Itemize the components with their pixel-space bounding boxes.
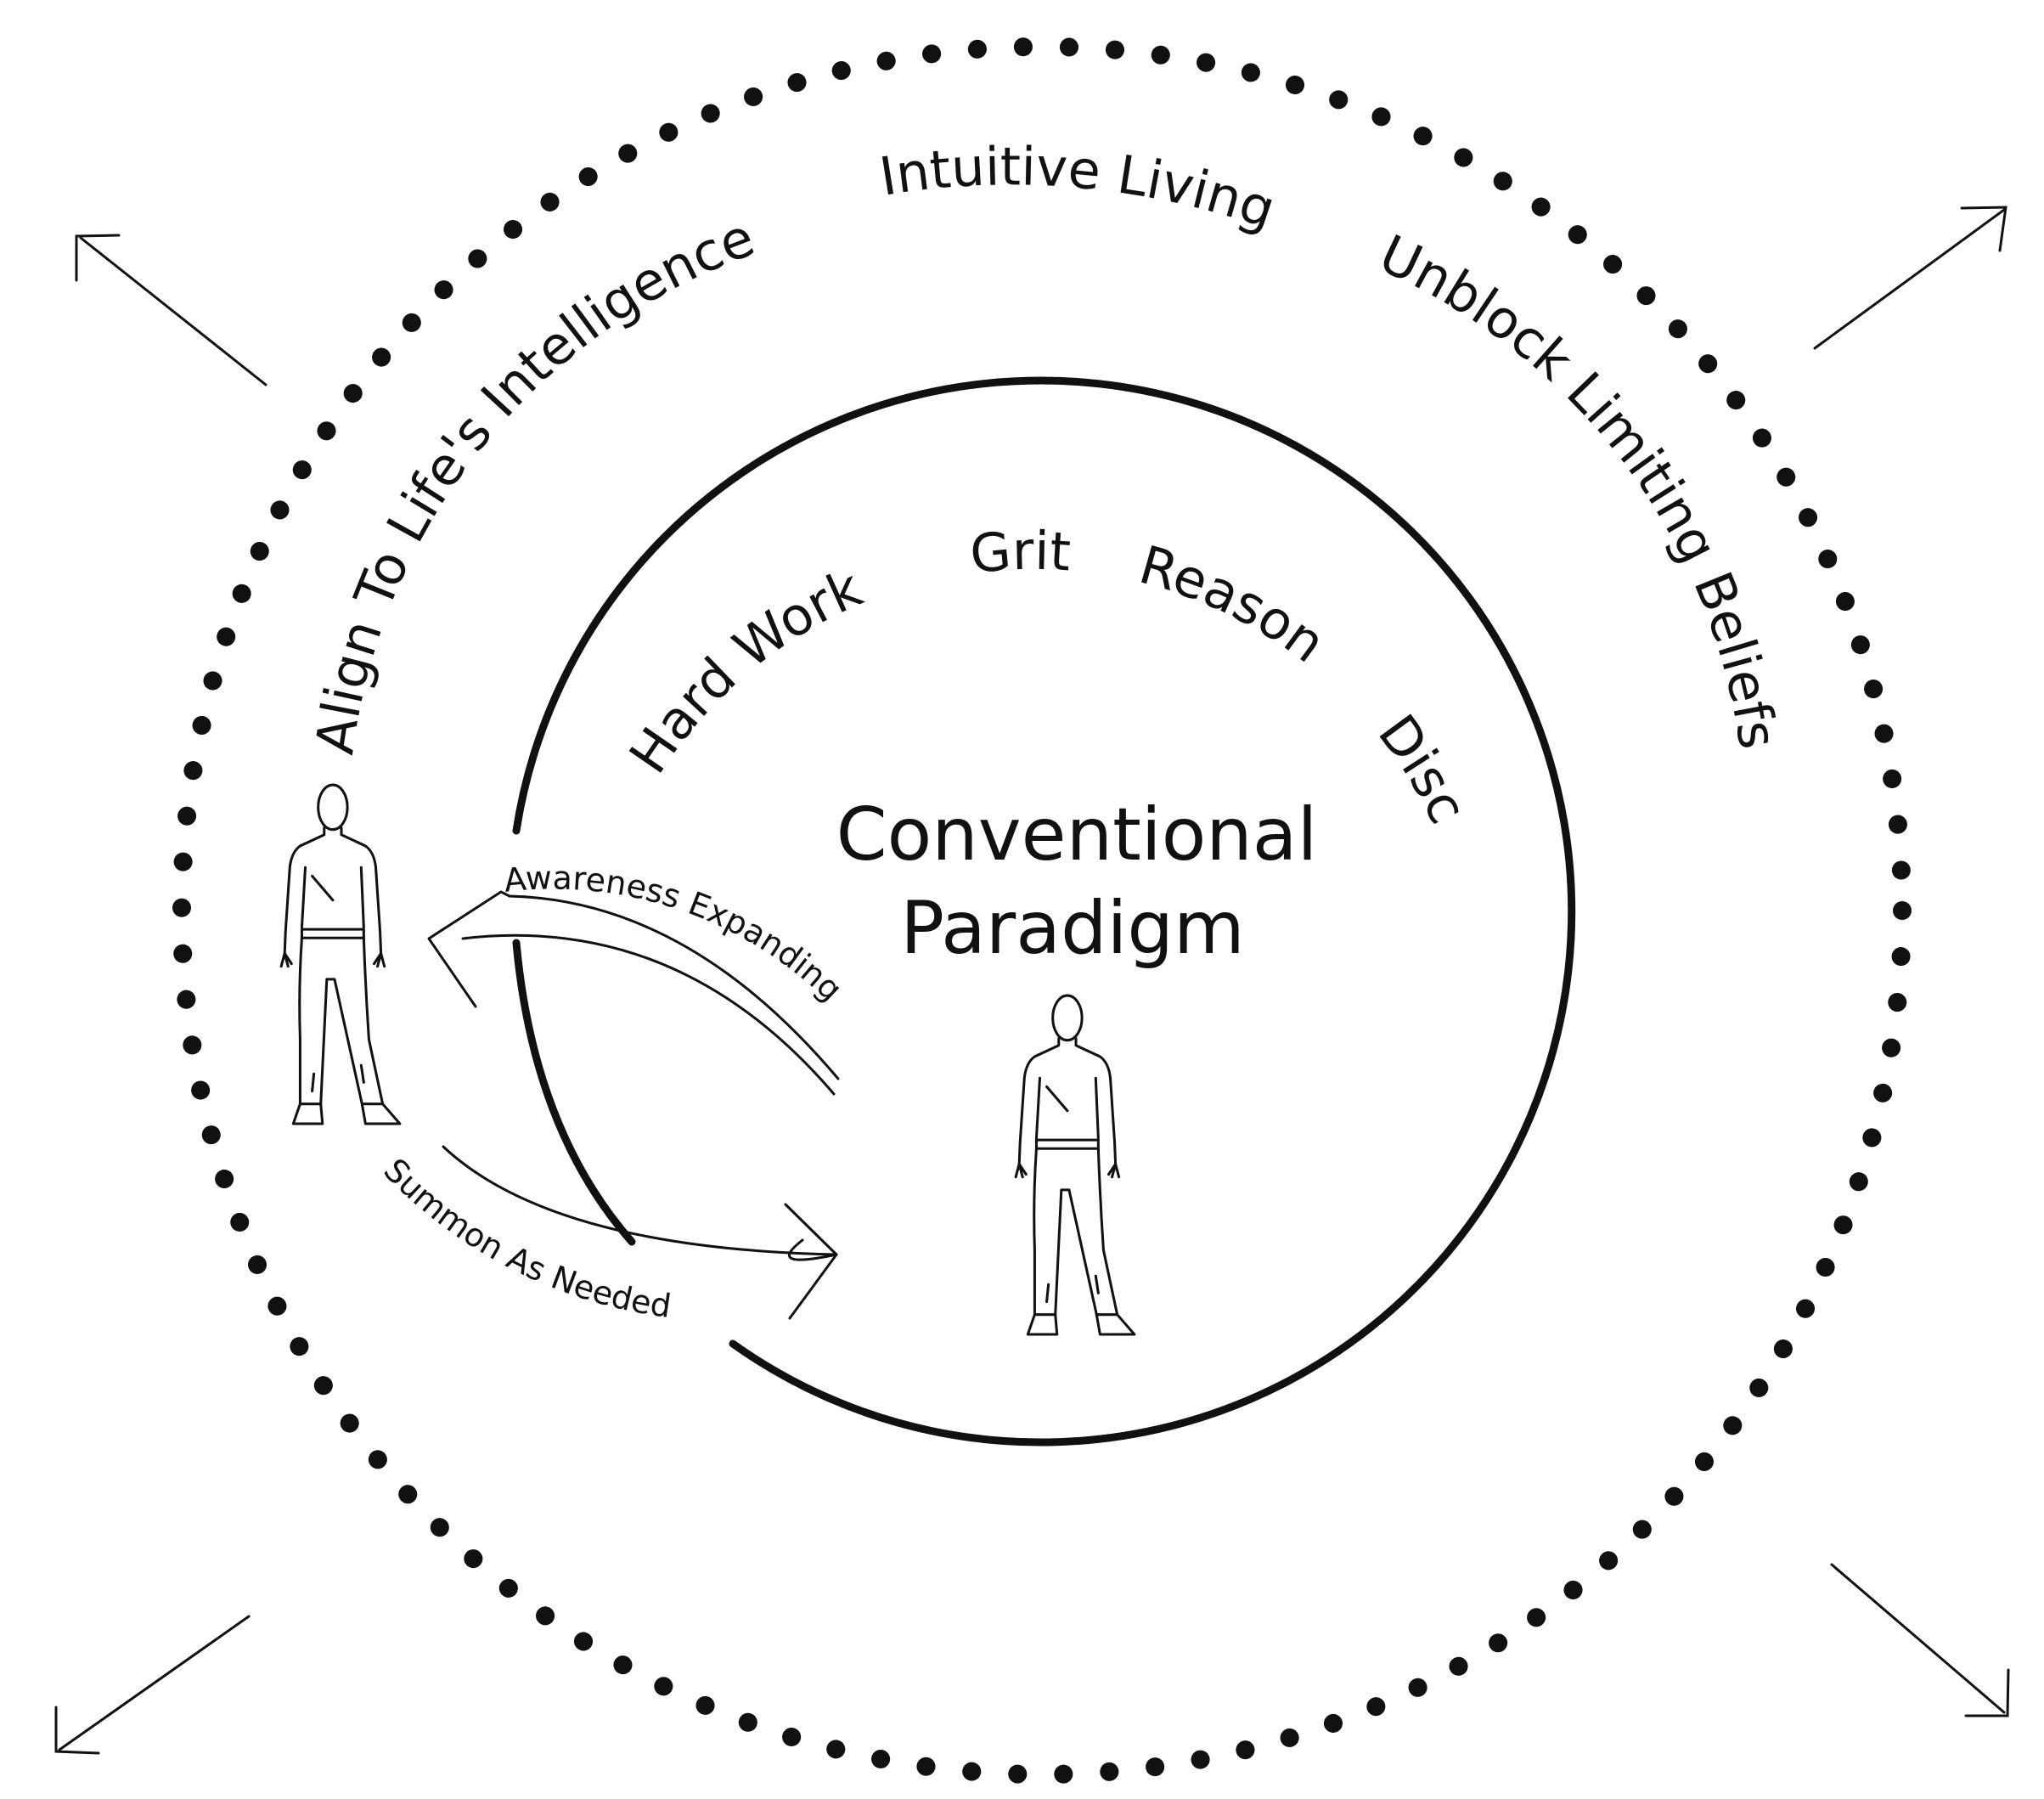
label-intuitive-living: Intuitive Living [876,135,1283,240]
awareness-expanding-arrow [427,890,840,1096]
label-grit: Grit [967,520,1073,586]
person-outer-figure [279,783,402,1125]
label-awareness-expanding: Awareness Expanding [503,859,850,1008]
arrow-top-right [1813,206,2007,350]
label-discipline: Discipline [0,0,1479,833]
label-reason: Reason [1133,533,1337,674]
inner-circle-lower-left [512,939,636,1246]
label-hard-work: Hard Work [617,556,871,784]
label-unblock-limiting-beliefs: Unblock Limiting Beliefs [1371,223,1789,753]
outer-dotted-ring [172,37,1912,1784]
summon-as-needed-arrow [442,1145,838,1320]
person-inner-figure [1014,994,1136,1336]
arrow-top-left [75,234,267,386]
inner-circle [512,376,1576,1447]
arrow-bottom-right [1830,1563,2010,1717]
arrow-bottom-left [54,1615,251,1755]
title-conventional: Conventional [836,792,1318,877]
title-paradigm: Paradigm [900,886,1245,971]
